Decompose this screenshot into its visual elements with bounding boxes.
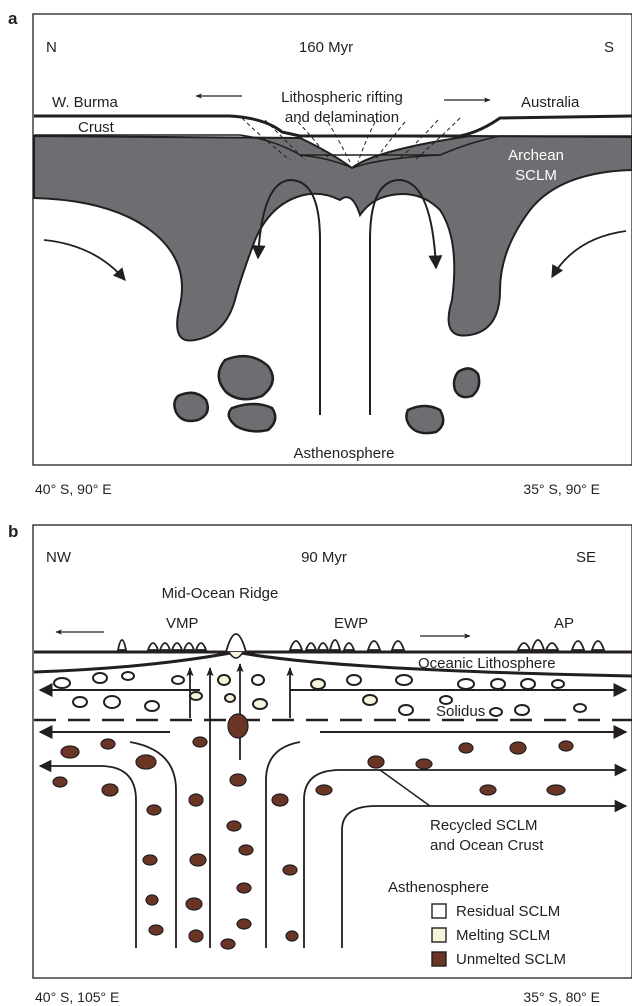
- coord-left-a: 40° S, 90° E: [35, 481, 112, 497]
- oceanic-lithosphere-label: Oceanic Lithosphere: [418, 655, 556, 672]
- legend-swatch-unmelted: [432, 952, 446, 966]
- panel-b: b: [8, 522, 632, 1005]
- crust-label: Crust: [78, 119, 115, 136]
- time-label-b: 90 Myr: [301, 549, 347, 566]
- legend-swatch-melting: [432, 928, 446, 942]
- panel-a: a: [8, 9, 632, 497]
- rifting-label-1: Lithospheric rifting: [281, 89, 403, 106]
- panel-a-letter: a: [8, 9, 18, 28]
- w-burma-label: W. Burma: [52, 94, 119, 111]
- ap-label: AP: [554, 615, 574, 632]
- rifting-label-2: and delamination: [285, 109, 399, 126]
- solidus-label: Solidus: [436, 703, 485, 720]
- compass-n: N: [46, 39, 57, 56]
- archean-label: Archean: [508, 147, 564, 164]
- recycled-label-2: and Ocean Crust: [430, 837, 544, 854]
- asthenosphere-label-b: Asthenosphere: [388, 879, 489, 896]
- legend-label-residual: Residual SCLM: [456, 903, 560, 920]
- coord-right-a: 35° S, 90° E: [523, 481, 600, 497]
- compass-nw: NW: [46, 549, 72, 566]
- panel-a-frame: [33, 14, 632, 465]
- time-label: 160 Myr: [299, 39, 353, 56]
- panel-b-letter: b: [8, 522, 18, 541]
- compass-s: S: [604, 39, 614, 56]
- coord-right-b: 35° S, 80° E: [523, 989, 600, 1005]
- recycled-label-1: Recycled SCLM: [430, 817, 538, 834]
- compass-se: SE: [576, 549, 596, 566]
- australia-label: Australia: [521, 94, 580, 111]
- legend-label-unmelted: Unmelted SCLM: [456, 951, 566, 968]
- legend-swatch-residual: [432, 904, 446, 918]
- asthenosphere-label-a: Asthenosphere: [294, 445, 395, 462]
- ewp-label: EWP: [334, 615, 368, 632]
- coord-left-b: 40° S, 105° E: [35, 989, 119, 1005]
- sclm-label: SCLM: [515, 167, 557, 184]
- legend-label-melting: Melting SCLM: [456, 927, 550, 944]
- vmp-label: VMP: [166, 615, 199, 632]
- ridge-label: Mid-Ocean Ridge: [162, 585, 279, 602]
